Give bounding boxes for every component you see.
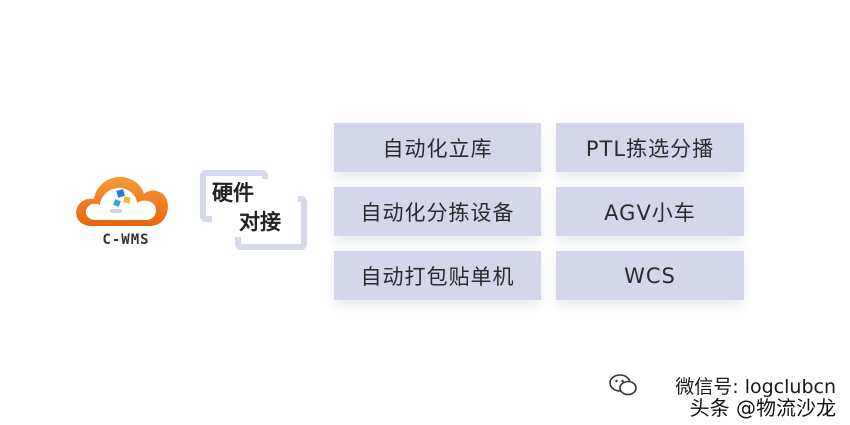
hardware-label-line2: 对接 — [239, 210, 281, 234]
card-ptl: PTL拣选分播 — [556, 123, 744, 172]
card-automated-warehouse: 自动化立库 — [334, 123, 541, 172]
wechat-icon — [609, 374, 637, 396]
hardware-label-text: 硬件 对接 — [212, 179, 298, 237]
c-wms-logo — [70, 168, 175, 258]
watermark-wechat: 微信号: logclubcn — [675, 376, 836, 398]
card-wcs: WCS — [556, 251, 744, 300]
card-automated-sorting: 自动化分拣设备 — [334, 187, 541, 236]
hardware-label-line1: 硬件 — [212, 181, 254, 205]
hardware-integration-label: 硬件 对接 — [200, 170, 310, 252]
cloud-logo-icon — [76, 176, 168, 226]
card-agv: AGV小车 — [556, 187, 744, 236]
logo-text: C-WMS — [102, 232, 150, 248]
card-auto-packing: 自动打包贴单机 — [334, 251, 541, 300]
watermark-toutiao: 头条 @物流沙龙 — [689, 396, 836, 420]
watermark: 微信号: logclubcn 头条 @物流沙龙 — [596, 370, 836, 420]
